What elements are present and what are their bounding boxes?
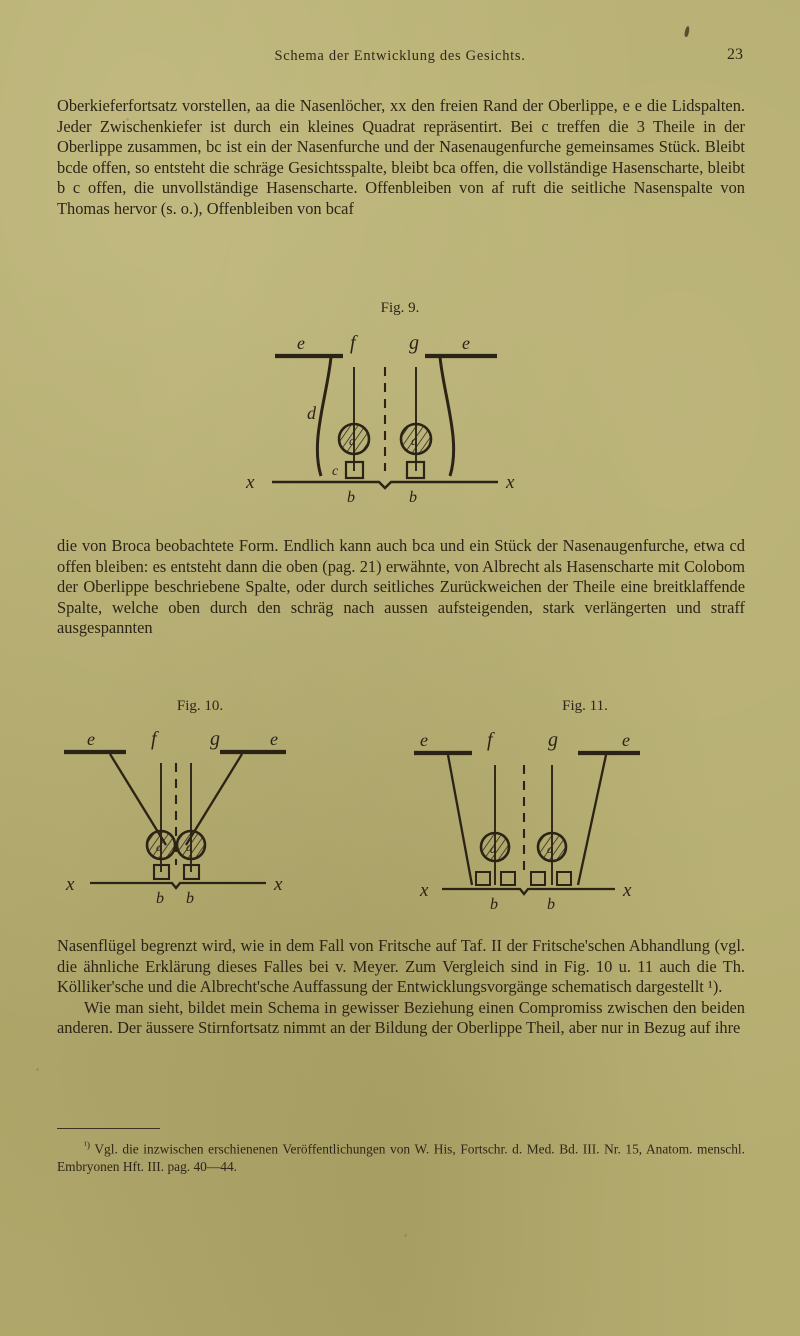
- figure-10-diagram: a a e f g e x x b b: [64, 728, 286, 907]
- figure-9-caption: Fig. 9.: [380, 300, 420, 316]
- figure-9-label-e-left: e: [297, 333, 305, 353]
- figure-10-label-b-left: b: [156, 890, 164, 907]
- figure-11-label-b-right: b: [547, 896, 555, 913]
- footnote-body: Vgl. die inzwischen erschienenen Veröffe…: [57, 1141, 746, 1174]
- figure-11-caption: Fig. 11.: [562, 698, 608, 714]
- figure-9-label-x-right: x: [505, 472, 515, 493]
- figure-10: Fig. 10. a a e f: [30, 698, 370, 907]
- footnote-block: ¹) Vgl. die inzwischen erschienenen Verö…: [57, 1128, 745, 1175]
- footnote-separator: [57, 1128, 160, 1129]
- figure-9-label-x-left: x: [245, 472, 255, 493]
- figure-10-label-b-right: b: [186, 890, 194, 907]
- figure-11-label-x-right: x: [622, 880, 632, 901]
- paper-speck: [404, 1234, 407, 1237]
- figure-11-circle-right-label: a: [547, 842, 553, 856]
- figure-9: Fig. 9. a a: [0, 300, 800, 509]
- footnote-marker: ¹): [84, 1141, 91, 1151]
- body-paragraph-2: die von Broca beobachtete Form. Endlich …: [57, 536, 745, 638]
- paper-speck: [36, 1068, 39, 1071]
- figure-11-diagram: a a e f g e x x b b: [414, 729, 640, 913]
- page-number: 23: [727, 46, 743, 63]
- paragraph-block-1: Oberkieferfortsatz vorstellen, aa die Na…: [57, 96, 745, 220]
- body-paragraph-3: Nasenflügel begrenzt wird, wie in dem Fa…: [57, 936, 745, 997]
- paragraph-block-3: Nasenflügel begrenzt wird, wie in dem Fa…: [57, 936, 745, 1039]
- figure-9-label-e-right: e: [462, 333, 470, 353]
- figure-9-diagram: a a e f g e d c x x b b: [245, 332, 515, 506]
- body-paragraph-1: Oberkieferfortsatz vorstellen, aa die Na…: [57, 96, 745, 218]
- figure-9-label-b-right: b: [409, 489, 417, 506]
- figure-10-caption: Fig. 10.: [176, 698, 224, 714]
- figure-11-label-x-left: x: [419, 880, 429, 901]
- figure-10-circle-left-label: a: [156, 840, 162, 854]
- footnote-text: ¹) Vgl. die inzwischen erschienenen Verö…: [57, 1138, 745, 1175]
- paper-speck: [651, 544, 654, 547]
- figure-10-label-e-right: e: [270, 729, 278, 749]
- figure-10-label-x-right: x: [273, 874, 283, 895]
- figure-11-label-g: g: [548, 729, 558, 751]
- figure-11-label-f: f: [487, 729, 495, 751]
- figure-9-label-f: f: [350, 332, 358, 354]
- figure-10-label-g: g: [210, 728, 220, 750]
- figure-9-label-c: c: [332, 464, 339, 479]
- figure-10-label-e-left: e: [87, 729, 95, 749]
- figure-10-label-x-left: x: [65, 874, 75, 895]
- figure-9-label-d: d: [307, 403, 317, 423]
- running-head-title: Schema der Entwicklung des Gesichts.: [274, 48, 526, 64]
- figure-11-label-b-left: b: [490, 896, 498, 913]
- figure-9-label-b-left: b: [347, 489, 355, 506]
- body-paragraph-4: Wie man sieht, bildet mein Schema in gew…: [57, 997, 745, 1038]
- figure-11-circle-left-label: a: [490, 842, 496, 856]
- figure-9-circle-left-label: a: [349, 433, 356, 448]
- ink-mark-icon: [683, 25, 691, 38]
- running-head: Schema der Entwicklung des Gesichts. 23: [0, 25, 800, 70]
- figure-9-circle-right-label: a: [411, 433, 418, 448]
- figure-11-label-e-left: e: [420, 730, 428, 750]
- figure-10-label-f: f: [151, 728, 159, 750]
- figure-9-label-g: g: [409, 332, 419, 354]
- figure-11: Fig. 11. a a: [400, 698, 770, 913]
- figure-11-label-e-right: e: [622, 730, 630, 750]
- paper-speck: [126, 118, 129, 121]
- figure-10-circle-right-label: a: [186, 840, 192, 854]
- paragraph-block-2: die von Broca beobachtete Form. Endlich …: [57, 536, 745, 639]
